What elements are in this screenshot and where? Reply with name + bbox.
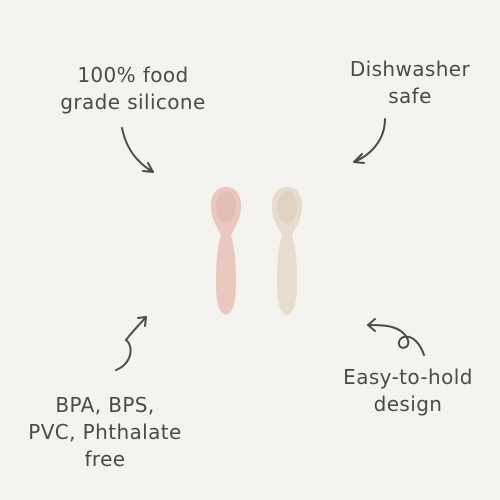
curved-arrow-icon — [121, 127, 154, 173]
spoon-body — [210, 187, 242, 315]
spoon-bowl — [277, 191, 297, 223]
feature-label-line: PVC, Phthalate — [28, 420, 182, 444]
feature-label-bpa-free: BPA, BPS, PVC, Phthalate free — [20, 392, 190, 473]
feature-label-line: grade silicone — [60, 90, 206, 114]
feature-label-line: 100% food — [77, 63, 189, 87]
feature-label-line: design — [373, 392, 443, 416]
feature-label-line: BPA, BPS, — [55, 393, 155, 417]
feature-label-easy-hold: Easy-to-hold design — [328, 364, 488, 418]
cream-spoon — [271, 187, 303, 315]
curved-arrow-icon — [353, 118, 386, 164]
looped-arrow-icon — [367, 318, 425, 356]
feature-label-line: Easy-to-hold — [343, 365, 473, 389]
feature-label-line: free — [84, 447, 126, 471]
feature-label-line: Dishwasher — [349, 57, 471, 81]
spoon-bowl — [216, 191, 236, 223]
pink-spoon — [210, 187, 242, 315]
feature-label-dishwasher: Dishwasher safe — [340, 56, 480, 110]
spoon-body — [271, 187, 303, 315]
feature-label-food-grade: 100% food grade silicone — [48, 62, 218, 116]
curved-arrow-icon — [115, 316, 147, 371]
feature-label-line: safe — [388, 84, 432, 108]
